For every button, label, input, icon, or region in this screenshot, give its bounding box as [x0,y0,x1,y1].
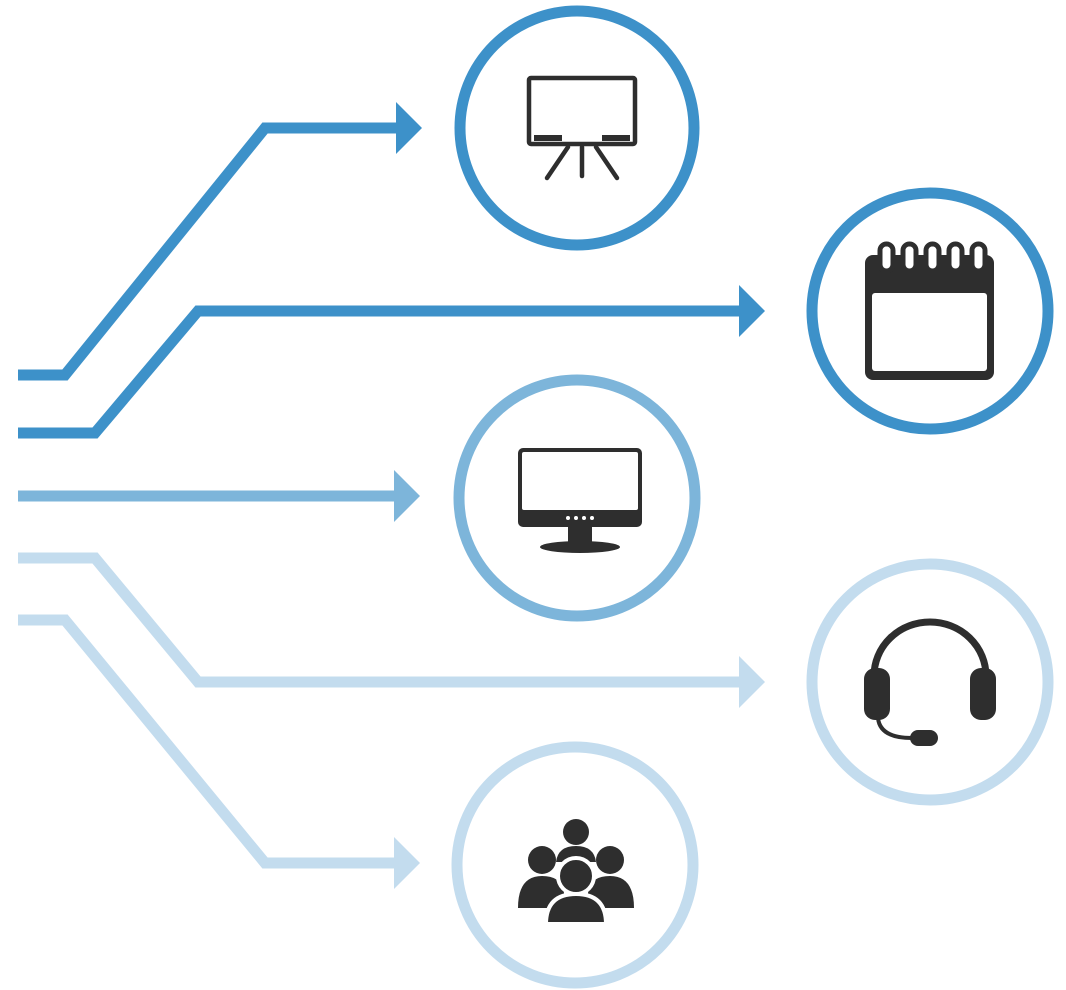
flow-line-headset [18,552,745,688]
flow-headset [18,552,1054,806]
group-people-icon [518,819,634,926]
flow-line-team [18,614,400,869]
arrowhead-team [394,837,420,889]
arrowhead-calendar [739,285,765,337]
arrowhead-headset [739,656,765,708]
flow-calendar [18,187,1054,439]
node-headset [806,558,1054,806]
flow-line-calendar [18,305,745,439]
node-presentation [454,5,700,251]
monitor-icon [518,448,642,553]
flow-monitor [18,374,701,622]
arrowhead-presentation [396,102,422,154]
flow-team [18,614,699,989]
headset-icon [864,618,996,746]
calendar-icon [865,241,994,380]
presentation-board-icon [526,75,638,181]
flow-line-presentation [18,122,402,381]
flow-presentation [18,5,700,381]
arrowhead-monitor [394,470,420,522]
